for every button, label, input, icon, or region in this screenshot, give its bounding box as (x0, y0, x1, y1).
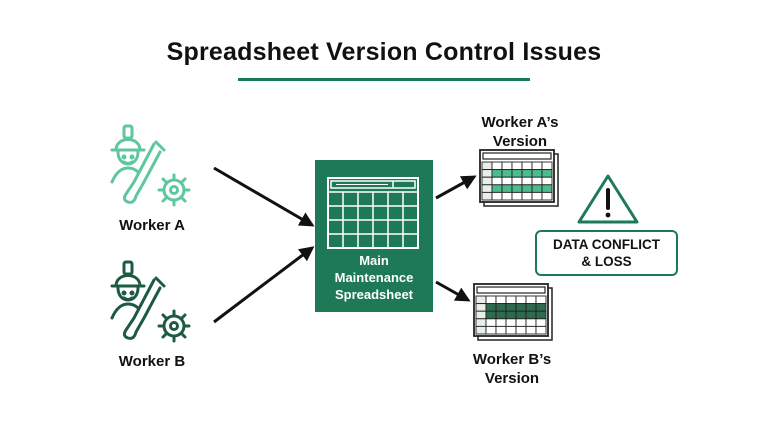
sheet-header (476, 286, 546, 294)
title-underline (238, 78, 530, 81)
sheet-cell (505, 310, 517, 320)
sheet-cell (525, 295, 537, 305)
sheet-cell (535, 310, 547, 320)
sheet-cell (505, 325, 517, 335)
arrow-main-to-version-a (435, 175, 477, 200)
sheet-cell (485, 310, 497, 320)
sheet-cell (495, 303, 507, 312)
arrow-worker-b-to-main (213, 246, 315, 324)
worker-b-version-label: Worker B’s Version (442, 350, 582, 388)
worker-a-version-text: Worker A’s Version (481, 114, 559, 150)
sheet-cell (535, 318, 547, 327)
sheet-cell (495, 295, 507, 305)
sheet-cell (535, 295, 547, 305)
sheet-cell (475, 295, 487, 305)
sheet-header (482, 152, 552, 160)
sheet-cell (535, 303, 547, 312)
sheet-cell (525, 303, 537, 312)
sheet-cell (475, 325, 487, 335)
sheet-cell (475, 310, 487, 320)
sheet-cell (525, 310, 537, 320)
diagram-title: Spreadsheet Version Control Issues (166, 38, 602, 66)
sheet-cell (495, 318, 507, 327)
sheet-cell (505, 318, 517, 327)
sheet-cell (505, 303, 517, 312)
sheet-cell (485, 295, 497, 305)
sheet-cell (475, 318, 487, 327)
sheet-cell (475, 303, 487, 312)
arrow-worker-a-to-main (213, 166, 315, 227)
main-spreadsheet-box (315, 160, 433, 312)
sheet-cell (515, 295, 527, 305)
sheet-cell (525, 318, 537, 327)
sheet-cell (515, 310, 527, 320)
worker-b-label: Worker B (118, 353, 186, 370)
sheet-cell (541, 191, 553, 201)
sheet-cell (535, 325, 547, 335)
worker-a-label: Worker A (119, 217, 185, 234)
worker-a-icon (110, 124, 191, 207)
sheet-cell (515, 303, 527, 312)
sheet-cell (485, 325, 497, 335)
sheet-cell (495, 310, 507, 320)
main-spreadsheet-label: Main Maintenance Spreadsheet (315, 252, 433, 303)
worker-a-version-label: Worker A’s Version (450, 113, 590, 151)
sheet-cell (505, 295, 517, 305)
sheet-cell (495, 325, 507, 335)
main-spreadsheet-text: Main Maintenance Spreadsheet (334, 253, 414, 302)
sheet-cell (485, 303, 497, 312)
data-conflict-box: DATA CONFLICT & LOSS (535, 230, 678, 276)
worker-b-icon (110, 260, 191, 343)
warning-icon (577, 174, 639, 224)
sheet-cell (515, 318, 527, 327)
sheet-cell (525, 325, 537, 335)
arrow-main-to-version-b (435, 280, 471, 302)
worker-b-version-text: Worker B’s Version (472, 351, 552, 387)
data-conflict-label: DATA CONFLICT & LOSS (553, 237, 660, 269)
sheet-cell (485, 318, 497, 327)
sheet-cell (515, 325, 527, 335)
